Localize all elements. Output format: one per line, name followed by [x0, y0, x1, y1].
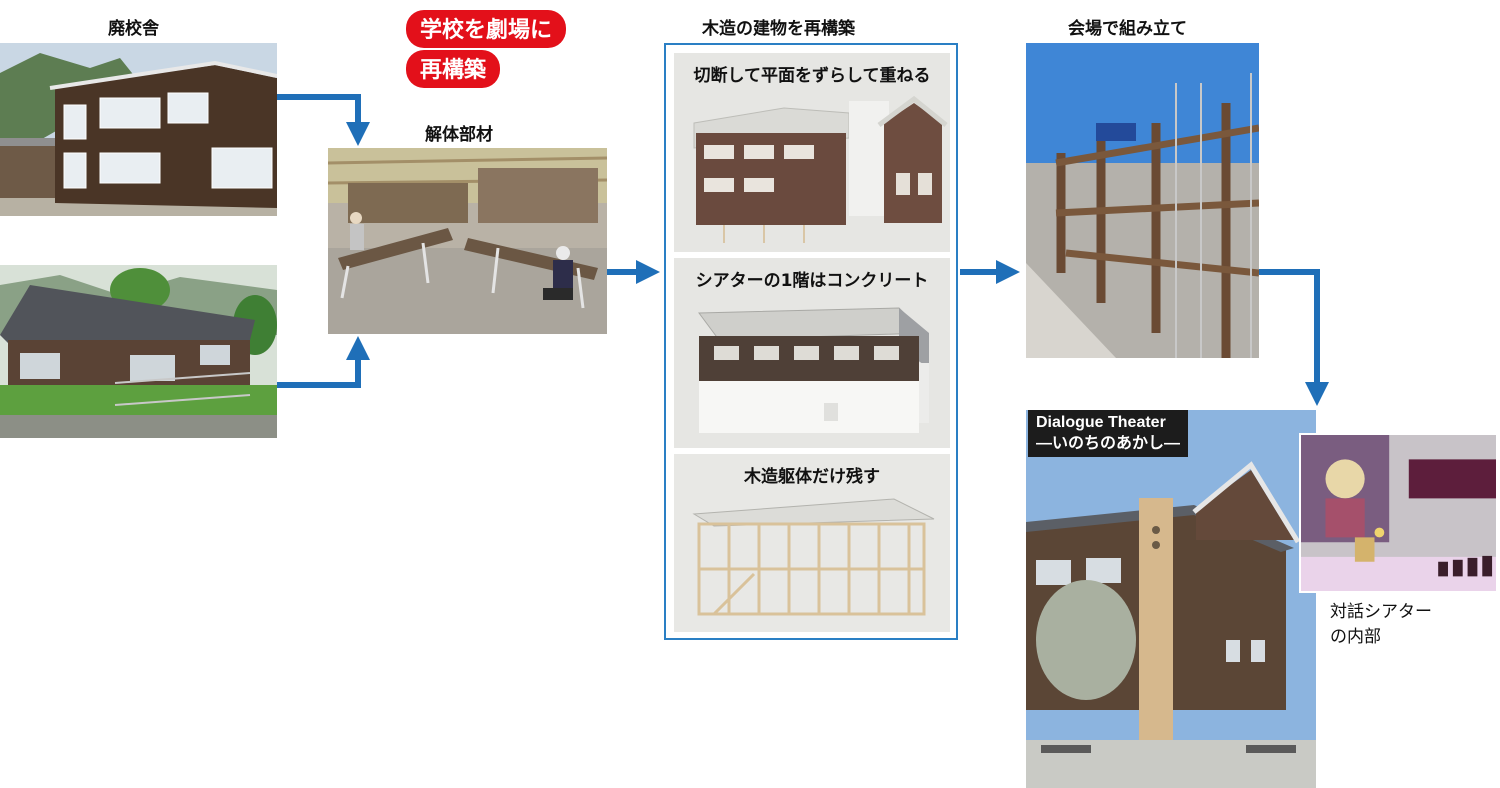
- rebuild-title: 木造の建物を再構築: [702, 19, 855, 39]
- model-step-1: 切断して平面をずらして重ねる: [674, 53, 950, 252]
- interior-photo: [1299, 433, 1498, 593]
- interior-caption: 対話シアター の内部: [1330, 600, 1432, 650]
- step3-caption: 木造躯体だけ残す: [744, 467, 880, 487]
- theater-photo: [1026, 410, 1316, 788]
- theater-name-line1: Dialogue Theater: [1036, 414, 1166, 431]
- badge-line1: 学校を劇場に: [406, 10, 567, 48]
- model-step-3: 木造躯体だけ残す: [674, 454, 950, 632]
- model-step-2: シアターの1階はコンクリート: [674, 258, 950, 448]
- school-photo-2: [0, 265, 277, 438]
- members-photo: [328, 148, 607, 334]
- members-label: 解体部材: [425, 125, 493, 145]
- theater-name-line2: ―いのちのあかし―: [1036, 435, 1181, 452]
- arrow-assembly-to-theater: [1259, 269, 1329, 406]
- interior-caption-line2: の内部: [1330, 627, 1381, 647]
- school-label: 廃校舎: [108, 19, 159, 39]
- arrow-school1-to-members: [277, 94, 370, 146]
- arrow-school2-to-members: [277, 336, 370, 388]
- assemble-label: 会場で組み立て: [1068, 19, 1187, 39]
- interior-caption-line1: 対話シアター: [1330, 602, 1432, 622]
- school-photo-1: [0, 43, 277, 216]
- step1-caption: 切断して平面をずらして重ねる: [693, 66, 931, 86]
- step2-caption: シアターの1階はコンクリート: [695, 271, 929, 291]
- rebuild-panel: 切断して平面をずらして重ねる シアターの1階はコンクリート 木造躯体だけ残す: [664, 43, 958, 640]
- badge-line2: 再構築: [406, 50, 501, 88]
- assembly-photo: [1026, 43, 1259, 358]
- theater-name: Dialogue Theater ―いのちのあかし―: [1028, 410, 1189, 457]
